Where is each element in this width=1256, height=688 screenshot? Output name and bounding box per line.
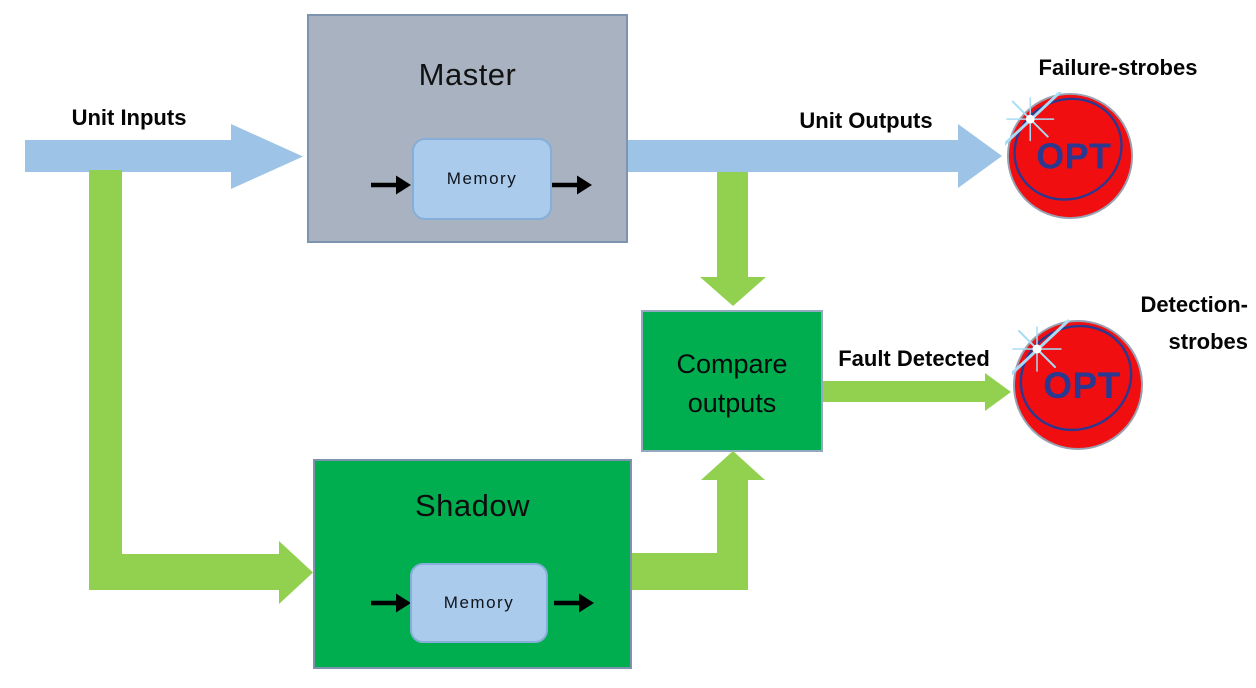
- failure-strobes-label: Failure-strobes: [1038, 55, 1198, 80]
- outputs-to-compare-connector: [717, 172, 748, 277]
- detection-strobes-label: Detection- strobes: [1098, 286, 1248, 360]
- compare-title-line1: Compare: [676, 349, 788, 379]
- detection-strobes-label-line1: Detection-: [1140, 292, 1248, 317]
- unit-inputs-arrow-shaft: [25, 140, 231, 172]
- memory-out-arrow-icon: [554, 593, 594, 613]
- fault-detected-arrowhead-icon: [985, 373, 1011, 411]
- fault-detected-arrow-shaft: [823, 381, 985, 402]
- logo-opt-text: OPT: [1043, 365, 1121, 406]
- unit-outputs-arrowhead-icon: [958, 124, 1002, 188]
- sparkle-core: [1032, 344, 1042, 354]
- memory-out-arrow-icon: [552, 175, 592, 195]
- input-branch-vertical-connector: [89, 170, 122, 590]
- shadow-to-compare-arrowhead-icon: [701, 451, 765, 480]
- unit-outputs-arrow-shaft: [628, 140, 958, 172]
- shadow-title: Shadow: [414, 488, 531, 523]
- opt-logo-failure: OPT: [1005, 92, 1134, 220]
- shadow-memory-box: Memory: [410, 563, 548, 643]
- unit-inputs-label: Unit Inputs: [71, 105, 187, 130]
- compare-title-line2: outputs: [687, 388, 777, 418]
- memory-in-arrow-icon: [371, 593, 411, 613]
- input-branch-arrowhead-icon: [279, 541, 313, 604]
- opt-logo-detection: OPT: [1012, 319, 1143, 450]
- shadow-to-compare-horizontal-connector: [632, 553, 748, 590]
- logo-opt-text: OPT: [1036, 137, 1111, 177]
- unit-outputs-label: Unit Outputs: [799, 108, 933, 133]
- sparkle-core: [1025, 114, 1035, 124]
- master-title: Master: [418, 57, 517, 92]
- outputs-to-compare-arrowhead-icon: [700, 277, 766, 306]
- shadow-block: Shadow Memory: [313, 459, 632, 669]
- shadow-memory-label: Memory: [443, 593, 515, 612]
- compare-block: Compare outputs: [641, 310, 823, 452]
- unit-inputs-arrowhead-icon: [231, 124, 303, 189]
- master-block: Master Memory: [307, 14, 628, 243]
- master-memory-box: Memory: [412, 138, 552, 220]
- input-branch-horizontal-connector: [89, 554, 279, 590]
- master-memory-label: Memory: [446, 169, 518, 188]
- fault-detected-label: Fault Detected: [838, 346, 990, 371]
- detection-strobes-label-line2: strobes: [1168, 329, 1248, 354]
- memory-in-arrow-icon: [371, 175, 411, 195]
